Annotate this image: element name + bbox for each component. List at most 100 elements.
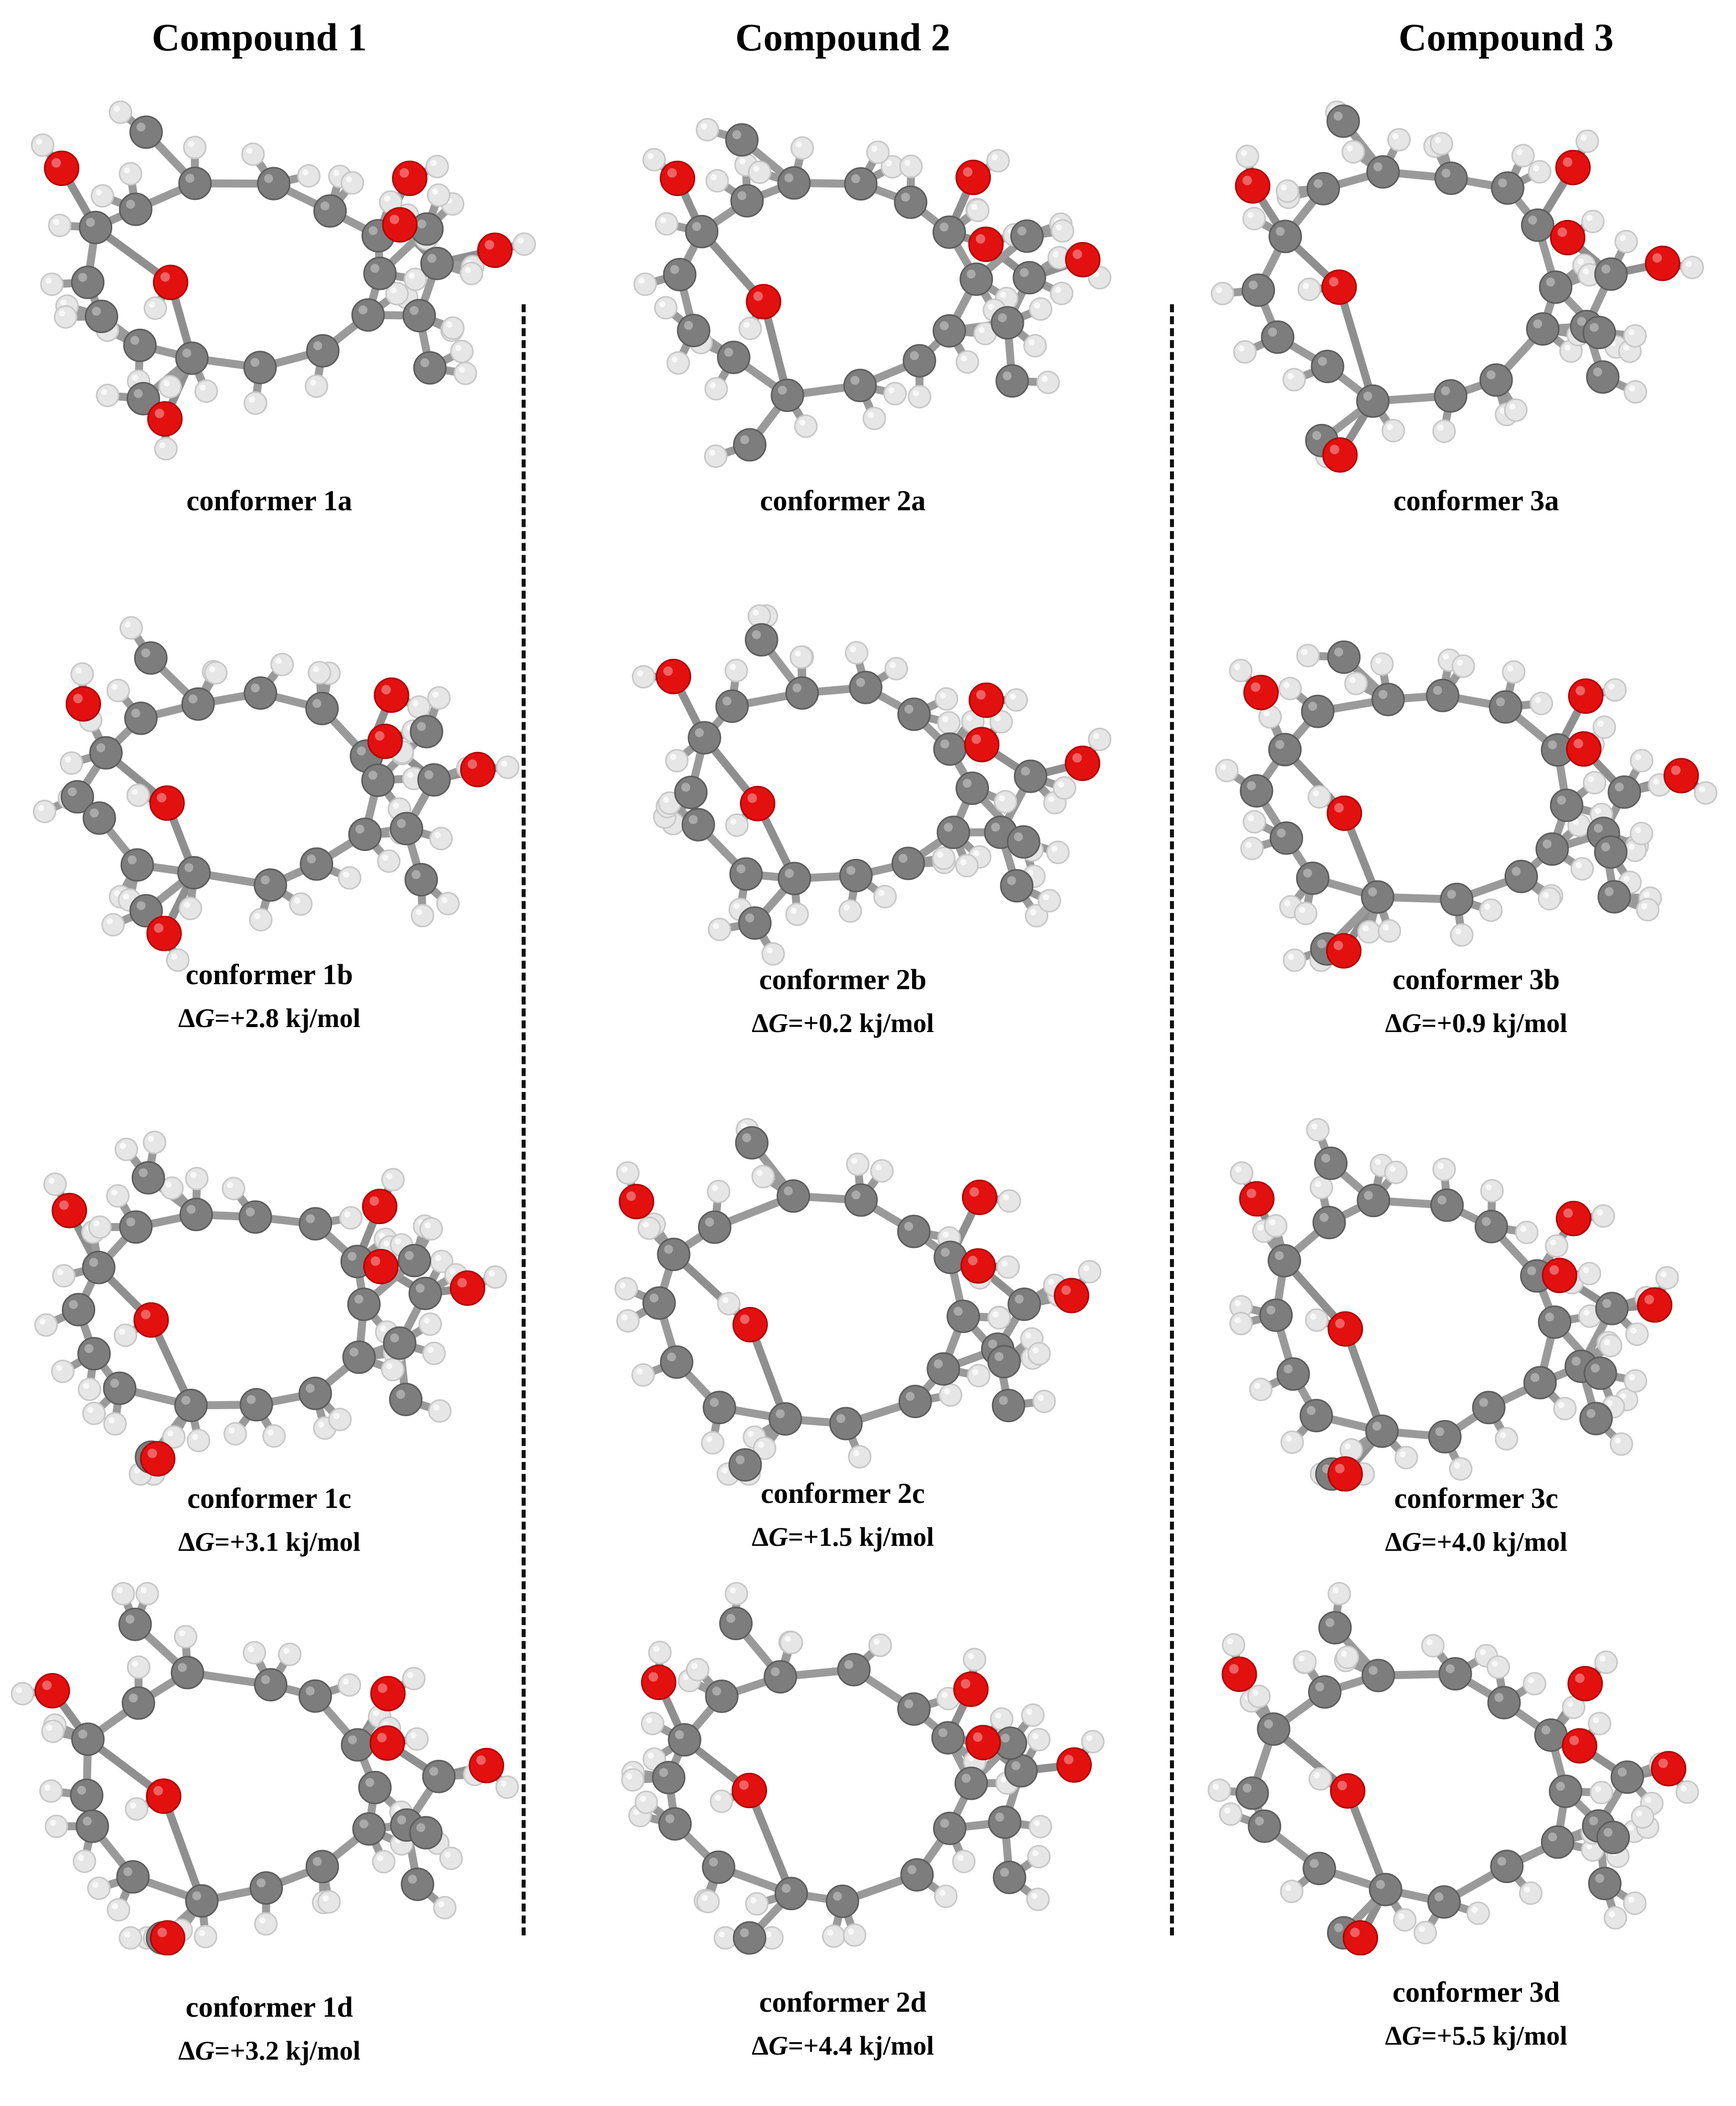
atom-highlight bbox=[943, 1231, 949, 1238]
hydrogen-atom bbox=[862, 407, 886, 430]
carbon-atom bbox=[119, 193, 153, 226]
atom-highlight bbox=[1026, 1708, 1033, 1715]
carbon-atom bbox=[1610, 1760, 1644, 1794]
carbon-atom bbox=[771, 379, 804, 413]
carbon-atom bbox=[1365, 1414, 1399, 1448]
hydrogen-atom bbox=[436, 892, 460, 916]
atom-highlight bbox=[675, 1730, 684, 1739]
hydrogen-atom bbox=[1570, 857, 1594, 881]
hydrogen-atom bbox=[270, 652, 294, 676]
carbon-atom bbox=[1259, 1298, 1293, 1332]
atom-highlight bbox=[396, 1390, 405, 1399]
atom-highlight bbox=[101, 389, 107, 395]
atom-highlight bbox=[386, 1173, 393, 1179]
carbon-atom bbox=[1368, 1873, 1402, 1906]
hydrogen-atom bbox=[450, 340, 474, 364]
hydrogen-atom bbox=[1592, 715, 1616, 739]
atom-highlight bbox=[261, 1675, 270, 1685]
hydrogen-atom bbox=[883, 382, 907, 406]
molecule-1d bbox=[10, 1582, 519, 1955]
conformer-label: conformer 2b bbox=[759, 963, 927, 996]
hydrogen-atom bbox=[1675, 1780, 1699, 1804]
carbon-atom bbox=[239, 1388, 273, 1422]
atom-highlight bbox=[148, 1136, 154, 1142]
atom-highlight bbox=[444, 1852, 451, 1858]
carbon-atom bbox=[342, 1340, 376, 1374]
atom-highlight bbox=[1288, 953, 1294, 960]
atom-highlight bbox=[709, 449, 716, 456]
hydrogen-atom bbox=[1530, 691, 1553, 715]
atom-highlight bbox=[1014, 832, 1023, 842]
oxygen-atom bbox=[150, 1920, 186, 1955]
carbon-atom bbox=[1356, 1184, 1390, 1218]
atom-highlight bbox=[659, 301, 666, 308]
hydrogen-atom bbox=[1623, 1892, 1647, 1915]
atom-highlight bbox=[734, 903, 740, 909]
hydrogen-atom bbox=[106, 678, 130, 702]
atom-highlight bbox=[429, 1767, 438, 1776]
atom-highlight bbox=[1283, 1364, 1293, 1374]
hydrogen-atom bbox=[1342, 140, 1365, 164]
carbon-atom bbox=[844, 167, 878, 201]
oxygen-atom bbox=[391, 161, 427, 197]
atom-highlight bbox=[667, 1352, 676, 1362]
carbon-atom bbox=[171, 1656, 204, 1689]
atom-highlight bbox=[320, 201, 330, 211]
hydrogen-atom bbox=[708, 917, 732, 941]
hydrogen-atom bbox=[1247, 1685, 1271, 1708]
atom-highlight bbox=[1011, 1761, 1021, 1770]
atom-highlight bbox=[1386, 424, 1393, 430]
hydrogen-atom bbox=[1078, 1260, 1102, 1283]
hydrogen-atom bbox=[648, 1641, 672, 1665]
oxygen-atom bbox=[51, 1193, 87, 1229]
atom-highlight bbox=[1318, 357, 1327, 366]
hydrogen-atom bbox=[496, 755, 520, 779]
oxygen-atom bbox=[44, 150, 80, 186]
carbon-atom bbox=[179, 1198, 213, 1232]
atom-highlight bbox=[1362, 925, 1369, 932]
hydrogen-atom bbox=[427, 686, 451, 710]
hydrogen-atom bbox=[1297, 277, 1321, 301]
atom-highlight bbox=[1548, 1832, 1557, 1842]
hydrogen-atom bbox=[119, 1926, 143, 1950]
carbon-atom bbox=[1489, 690, 1523, 724]
atom-highlight bbox=[378, 1683, 387, 1693]
carbon-atom bbox=[729, 857, 763, 891]
atom-highlight bbox=[185, 174, 194, 183]
atom-highlight bbox=[1594, 1786, 1601, 1792]
atom-highlight bbox=[736, 864, 746, 873]
atom-highlight bbox=[1520, 1226, 1527, 1232]
atom-highlight bbox=[227, 1182, 233, 1188]
hydrogen-atom bbox=[183, 136, 207, 160]
atom-highlight bbox=[446, 321, 453, 328]
molecule-2a bbox=[633, 118, 1112, 468]
carbon-atom bbox=[947, 1299, 980, 1333]
atom-highlight bbox=[157, 793, 167, 803]
hydrogen-atom bbox=[1308, 1767, 1332, 1791]
atom-highlight bbox=[1212, 1783, 1219, 1790]
atom-highlight bbox=[1334, 940, 1344, 950]
hydrogen-atom bbox=[174, 1625, 197, 1649]
oxygen-atom bbox=[655, 658, 691, 694]
hydrogen-atom bbox=[1229, 658, 1253, 682]
atom-highlight bbox=[961, 355, 967, 362]
atom-highlight bbox=[683, 1674, 689, 1681]
hydrogen-atom bbox=[704, 444, 728, 468]
atom-highlight bbox=[322, 1895, 329, 1901]
oxygen-atom bbox=[1555, 1201, 1591, 1237]
atom-highlight bbox=[416, 1823, 425, 1832]
hydrogen-atom bbox=[88, 1215, 112, 1239]
atom-highlight bbox=[147, 1449, 157, 1459]
oxygen-atom bbox=[1235, 168, 1271, 204]
atom-highlight bbox=[82, 1816, 92, 1826]
carbon-atom bbox=[927, 1352, 961, 1386]
atom-highlight bbox=[1575, 1673, 1585, 1683]
atom-highlight bbox=[1577, 258, 1584, 265]
atom-highlight bbox=[1628, 329, 1635, 336]
atom-highlight bbox=[740, 435, 750, 444]
atom-highlight bbox=[348, 1735, 357, 1744]
hydrogen-atom bbox=[1307, 785, 1331, 809]
delta-g-value: ΔG=+4.0 kj/mol bbox=[1385, 1527, 1567, 1557]
oxygen-atom bbox=[1322, 437, 1358, 473]
carbon-atom bbox=[897, 1215, 931, 1249]
